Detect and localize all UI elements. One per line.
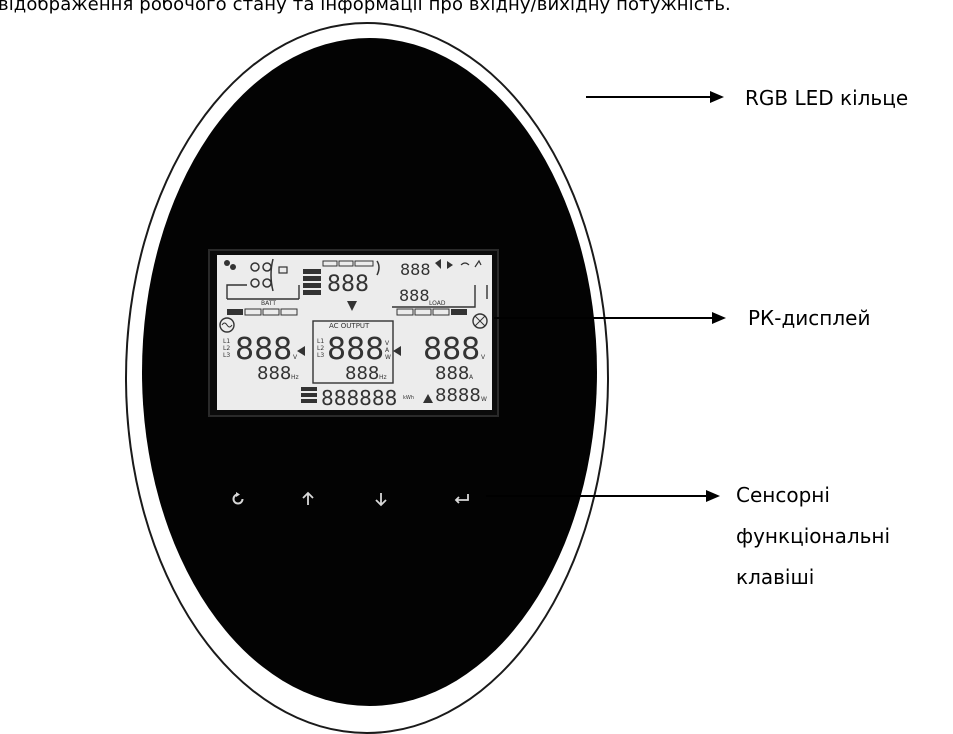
callout-line-ring [586, 96, 712, 98]
lcd-load-voltage-digits: 888 [423, 332, 480, 367]
lcd-input-freq-digits: 888 [257, 363, 291, 384]
unit-v-right: V [481, 354, 486, 361]
output-l1: L1 [317, 338, 324, 345]
warning-icon [423, 394, 433, 403]
lcd-load-current-digits: 888 [435, 363, 469, 384]
lcd-energy-digits: 888888 [321, 386, 397, 410]
unit-hz-left: Hz [291, 374, 299, 381]
unit-w-mid: W [385, 354, 391, 361]
lcd-ac-output-label: AC OUTPUT [329, 322, 370, 330]
power-cycle-key[interactable] [227, 488, 249, 510]
callout-label-lcd: РК-дисплей [748, 306, 871, 330]
lcd-display: 888 888 888 BATT LOAD AC OUTPUT L1 [217, 255, 492, 410]
down-key[interactable] [370, 488, 392, 510]
lcd-level-bars [227, 301, 467, 316]
output-l3: L3 [317, 352, 324, 359]
flow-arrow-right [393, 346, 401, 356]
enter-icon [454, 494, 469, 504]
callout-label-keys-2: функціональні [736, 524, 891, 548]
flow-arrow-left [297, 346, 305, 356]
lcd-output-freq-digits: 888 [345, 363, 379, 384]
callout-line-keys [486, 495, 708, 497]
callout-line-lcd [494, 317, 714, 319]
unit-v-mid: V [385, 340, 390, 347]
lcd-batt-label: BATT [261, 300, 276, 307]
input-l1: L1 [223, 338, 230, 345]
callout-arrow-lcd [712, 312, 726, 324]
arrow-down-icon [375, 493, 387, 507]
lcd-batt-voltage-digits: 888 [327, 272, 369, 297]
lcd-input-voltage-digits: 888 [235, 332, 292, 367]
lcd-status-icons [224, 258, 482, 292]
unit-v-left: V [293, 354, 298, 361]
callout-label-keys-1: Сенсорні [736, 483, 830, 507]
lcd-output-voltage-digits: 888 [327, 332, 384, 367]
enter-key[interactable] [451, 488, 473, 510]
ac-input-icon [219, 317, 235, 333]
ac-output-frame [312, 320, 394, 384]
unit-w-right: W [481, 396, 487, 403]
callout-arrow-ring [710, 91, 724, 103]
lcd-bms-digits: 888 [399, 286, 430, 305]
up-key[interactable] [297, 488, 319, 510]
power-cycle-icon [232, 492, 244, 505]
lcd-load-label: LOAD [429, 300, 446, 307]
unit-kwh: kWh [403, 395, 414, 401]
intro-text: відображення робочого стану та інформаці… [0, 0, 731, 15]
output-l2: L2 [317, 345, 324, 352]
battery-type-boxes [303, 260, 374, 295]
callout-label-keys-3: клавіші [736, 565, 815, 589]
callout-arrow-keys [706, 490, 720, 502]
callout-label-ring: RGB LED кільце [745, 86, 909, 110]
arrow-up-icon [302, 491, 314, 505]
unit-a-right: A [469, 374, 474, 381]
lcd-top-right-digits: 888 [400, 260, 431, 279]
fan-icon [472, 313, 488, 329]
input-l3: L3 [223, 352, 230, 359]
lcd-load-power-digits: 8888 [435, 385, 481, 406]
touch-keys [0, 488, 953, 512]
input-l2: L2 [223, 345, 230, 352]
unit-hz-mid: Hz [379, 374, 387, 381]
unit-a-mid: A [385, 347, 390, 354]
